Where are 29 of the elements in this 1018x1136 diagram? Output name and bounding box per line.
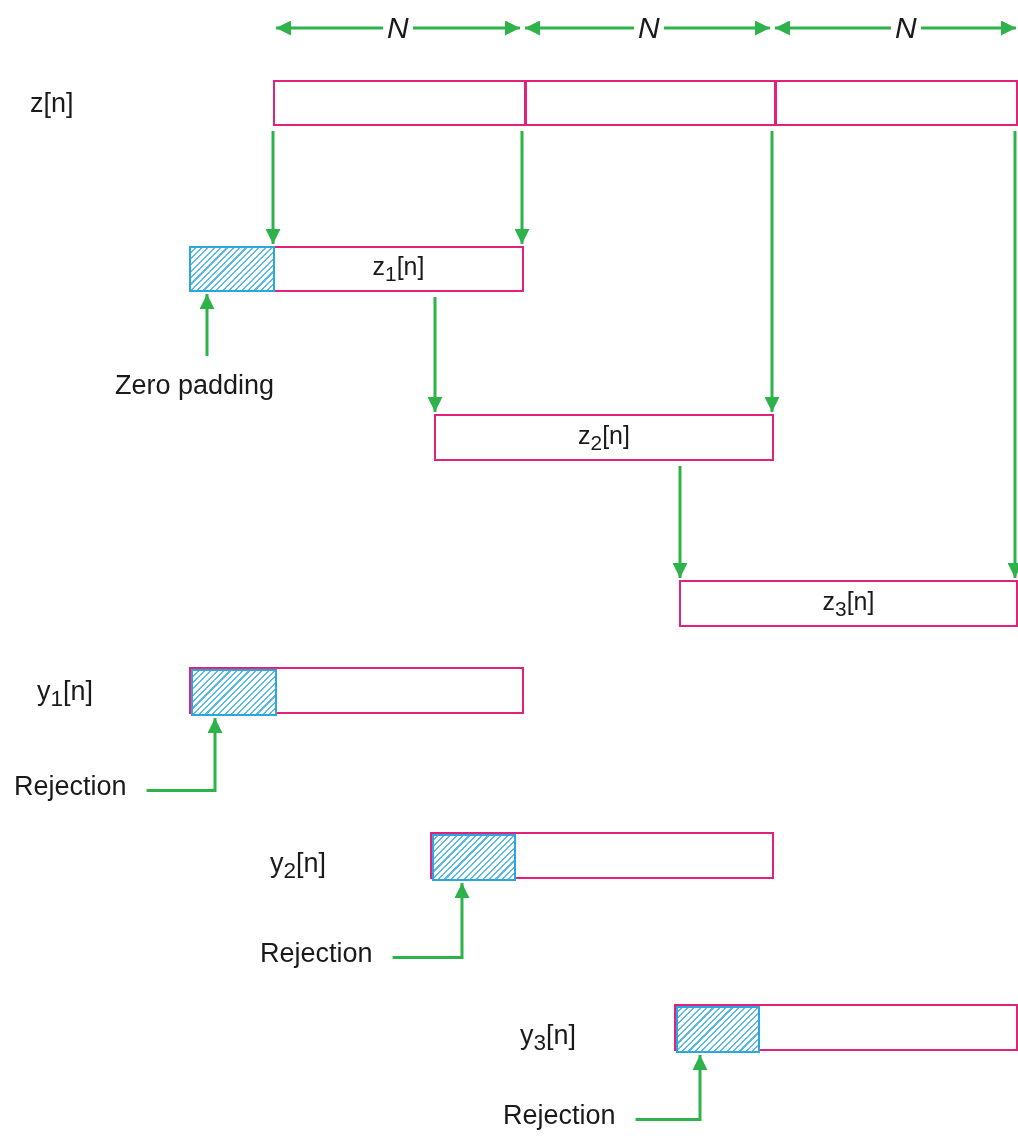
hatched-block (432, 834, 516, 881)
arrow (672, 466, 688, 578)
segment-label: z$_{2}$[n] (578, 420, 630, 455)
hatched-block (189, 246, 275, 292)
segment-label: z$_{3}$[n] (822, 586, 875, 621)
arrow (764, 131, 780, 412)
arrow (392, 883, 470, 959)
arrow (199, 294, 215, 356)
segment-label: z$_{1}$[n] (372, 252, 425, 286)
arrow (514, 131, 530, 244)
arrow (265, 131, 281, 244)
signal-segment (434, 414, 774, 461)
signal-bar (273, 80, 1018, 126)
hatched-block (191, 669, 277, 716)
signal-label: y$_{2}$[n] (270, 850, 327, 883)
signal-label: y$_{3}$[n] (520, 1022, 577, 1055)
annotation-text: Rejection (260, 940, 373, 967)
signal-segment (679, 580, 1018, 627)
arrow (1007, 131, 1018, 578)
signal-label: y$_{1}$[n] (37, 678, 94, 711)
annotation-text: Rejection (14, 773, 127, 800)
signal-label: z[n] (30, 90, 74, 117)
hatched-block (676, 1006, 760, 1053)
annotation-text: Zero padding (115, 372, 275, 399)
annotation-text: Rejection (503, 1102, 616, 1129)
arrow (146, 718, 223, 792)
arrow (635, 1055, 708, 1121)
signal-segment (273, 246, 524, 292)
arrow (427, 297, 443, 412)
